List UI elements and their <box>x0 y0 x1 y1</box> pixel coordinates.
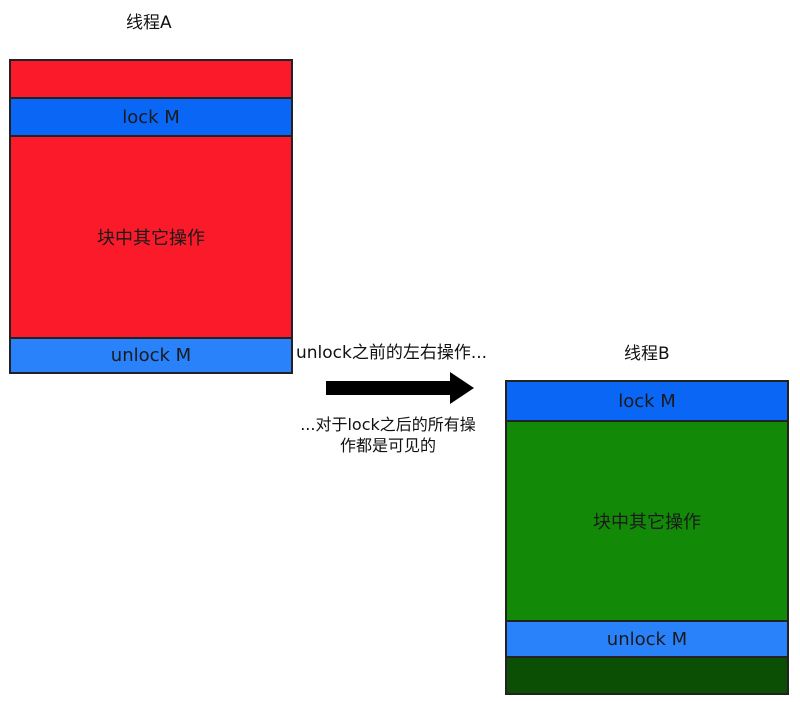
thread-a-block: lock M 块中其它操作 unlock M <box>9 59 293 374</box>
thread-b-lock-segment: lock M <box>507 382 787 422</box>
annotation-top-text: unlock之前的左右操作... <box>296 343 488 363</box>
thread-a-title: 线程A <box>126 13 172 33</box>
thread-a-unlock-label: unlock M <box>110 345 192 366</box>
thread-a-body-label: 块中其它操作 <box>97 228 205 249</box>
happens-before-arrow <box>326 372 474 404</box>
thread-a-lock-label: lock M <box>122 106 180 128</box>
thread-a-lock-segment: lock M <box>11 99 291 137</box>
annotation-bottom-line1: ...对于lock之后的所有操 <box>300 415 476 434</box>
thread-a-top-segment <box>11 61 291 99</box>
thread-b-unlock-segment: unlock M <box>507 620 787 658</box>
thread-b-title: 线程B <box>624 344 670 364</box>
arrow-shape <box>326 372 474 404</box>
annotation-bottom-line2: 作都是可见的 <box>339 436 436 455</box>
thread-b-tail-segment <box>507 658 787 693</box>
thread-b-unlock-label: unlock M <box>606 628 688 650</box>
thread-b-lock-label: lock M <box>618 390 676 412</box>
thread-a-unlock-segment: unlock M <box>11 337 291 372</box>
thread-b-body-label: 块中其它操作 <box>593 512 701 533</box>
annotation-bottom-text: ...对于lock之后的所有操 作都是可见的 <box>283 414 493 456</box>
thread-a-body-segment: 块中其它操作 <box>11 137 291 337</box>
thread-b-block: lock M 块中其它操作 unlock M <box>505 380 789 695</box>
thread-b-body-segment: 块中其它操作 <box>507 422 787 620</box>
